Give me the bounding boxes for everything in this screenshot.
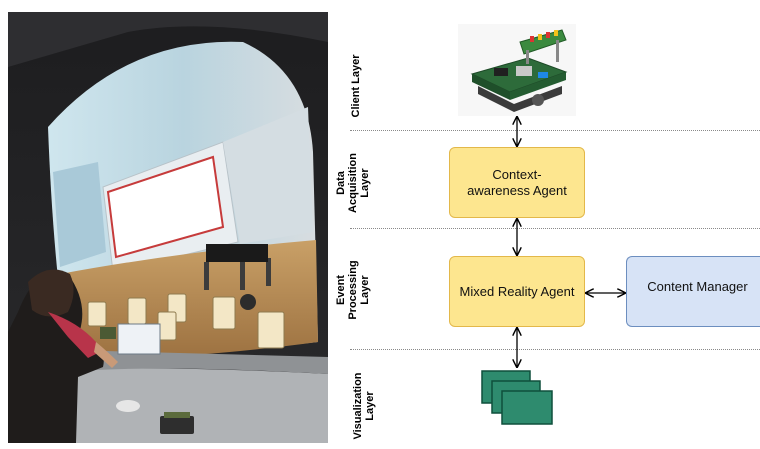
layer-divider-2 — [350, 228, 760, 229]
stacked-screens-icon — [481, 370, 553, 425]
circuit-board-device-icon — [458, 24, 576, 116]
layer-divider-3 — [350, 349, 760, 350]
context-awareness-agent-node: Context-awareness Agent — [449, 147, 585, 218]
content-manager-node: Content Manager — [626, 256, 760, 327]
context-awareness-agent-label: Context-awareness Agent — [467, 166, 567, 198]
content-manager-label: Content Manager — [647, 278, 748, 294]
mixed-reality-agent-node: Mixed Reality Agent — [449, 256, 585, 327]
layer-divider-1 — [350, 130, 760, 131]
mixed-reality-agent-label: Mixed Reality Agent — [459, 283, 575, 299]
immersive-room-photo — [8, 12, 328, 443]
